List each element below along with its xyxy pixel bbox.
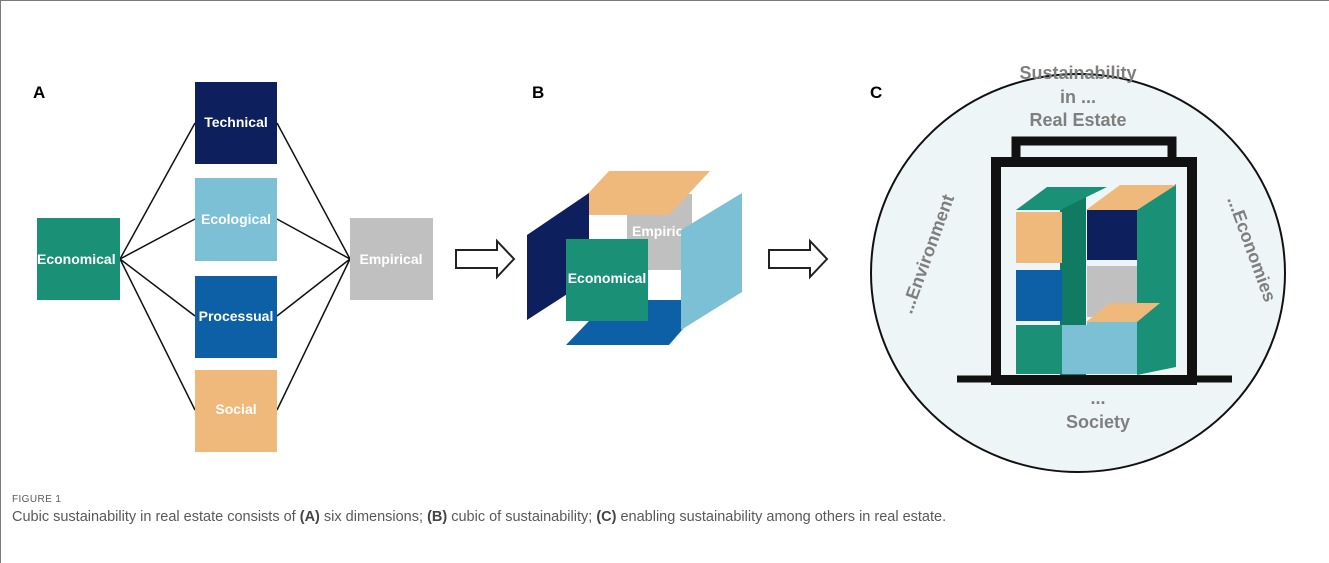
caption-b-text: cubic of sustainability; bbox=[447, 509, 597, 525]
title-line-sustainability: Sustainability bbox=[1019, 63, 1136, 83]
ecological-box-label: Ecological bbox=[201, 211, 271, 227]
technical-box: Technical bbox=[195, 82, 277, 164]
social-box: Social bbox=[195, 370, 277, 452]
figure-1-graphic: A Economical Technical Ecological Proces… bbox=[33, 63, 1286, 473]
arrow-b-to-c-icon bbox=[768, 238, 829, 280]
society-label: Society bbox=[1066, 412, 1130, 432]
processual-box-label: Processual bbox=[199, 308, 274, 324]
panel-c-label: C bbox=[870, 83, 882, 102]
title-line-in: in ... bbox=[1060, 87, 1096, 107]
ecological-box: Ecological bbox=[195, 178, 277, 261]
empirical-box: Empirical bbox=[350, 218, 433, 300]
panel-b-label: B bbox=[532, 83, 544, 102]
caption-intro: Cubic sustainability in real estate cons… bbox=[12, 509, 300, 525]
figure-caption: Cubic sustainability in real estate cons… bbox=[12, 509, 946, 525]
cube-right-face bbox=[681, 193, 742, 330]
empirical-box-label: Empirical bbox=[359, 251, 422, 267]
economical-box: Economical bbox=[37, 218, 120, 300]
caption-b-tag: (B) bbox=[427, 509, 448, 525]
circle-top-title: Sustainability in ... Real Estate bbox=[1019, 63, 1136, 130]
frame-top-border bbox=[0, 0, 1329, 1]
sustainability-cube: Empiric Economical bbox=[527, 171, 742, 345]
cube-back-face-label: Empiric bbox=[632, 223, 684, 239]
cube-front-face-label: Economical bbox=[568, 270, 647, 286]
caption-c-text: enabling sustainability among others in … bbox=[616, 509, 947, 525]
social-box-label: Social bbox=[215, 401, 256, 417]
cube-grid bbox=[1016, 184, 1176, 375]
technical-box-label: Technical bbox=[204, 114, 268, 130]
panel-a-connectors bbox=[119, 122, 351, 411]
frame-left-border bbox=[0, 0, 1, 563]
building-frame bbox=[957, 136, 1232, 385]
arrow-a-to-b-icon bbox=[455, 238, 516, 280]
figure-label: FIGURE 1 bbox=[12, 494, 62, 505]
caption-a-tag: (A) bbox=[299, 509, 320, 525]
society-dots-label: ... bbox=[1090, 388, 1105, 408]
caption-c-tag: (C) bbox=[596, 509, 617, 525]
cube-front-face bbox=[566, 239, 648, 321]
processual-box: Processual bbox=[195, 276, 277, 358]
title-line-real-estate: Real Estate bbox=[1029, 110, 1126, 130]
cube-top-face bbox=[568, 171, 710, 215]
caption-a-text: six dimensions; bbox=[319, 509, 428, 525]
panel-a-label: A bbox=[33, 83, 45, 102]
economical-box-label: Economical bbox=[37, 251, 116, 267]
